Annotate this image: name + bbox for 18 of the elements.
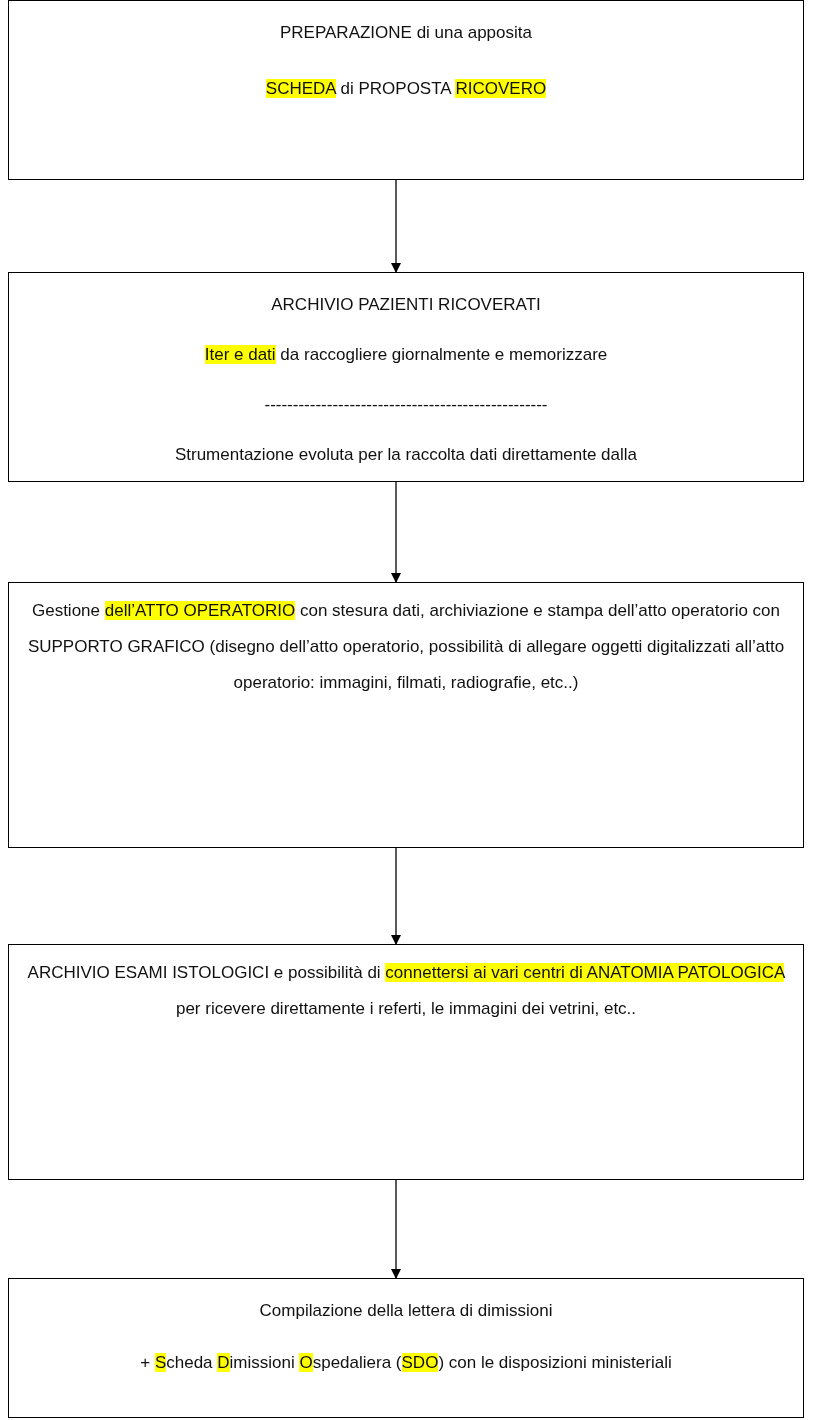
box-text: Strumentazione evoluta per la raccolta dati direttamente dalla — [173, 444, 639, 466]
box-text: SCHEDA di PROPOSTA RICOVERO — [264, 78, 548, 100]
box-text: Iter e dati da raccogliere giornalmente e memorizzare — [203, 344, 609, 366]
box-text: ARCHIVIO PAZIENTI RICOVERATI — [270, 294, 542, 316]
process-box — [8, 944, 804, 1180]
arrow — [391, 1179, 401, 1279]
box-text: Gestione dell’ATTO OPERATORIO con stesura dati, archiviazione e stampa dell’atto operatorio con SUPPORTO GRAFICO (disegno dell’atto operatorio, possibilità di allegare oggetti digitalizzati all’atto operatorio: immagini, filmati, radiografie, etc..) — [26, 600, 786, 694]
box-text: PREPARAZIONE di una apposita — [279, 22, 533, 44]
process-box — [8, 582, 804, 848]
process-box — [8, 272, 804, 482]
box-text: Compilazione della lettera di dimissioni — [258, 1300, 554, 1322]
arrow — [391, 179, 401, 273]
arrow — [391, 847, 401, 945]
box-text: + Scheda Dimissioni Ospedaliera (SDO) con le disposizioni ministeriali — [139, 1352, 673, 1374]
arrow — [391, 481, 401, 583]
box-text: -------------------------------------------------- — [263, 394, 549, 416]
process-box — [8, 1278, 804, 1418]
process-box — [8, 0, 804, 180]
